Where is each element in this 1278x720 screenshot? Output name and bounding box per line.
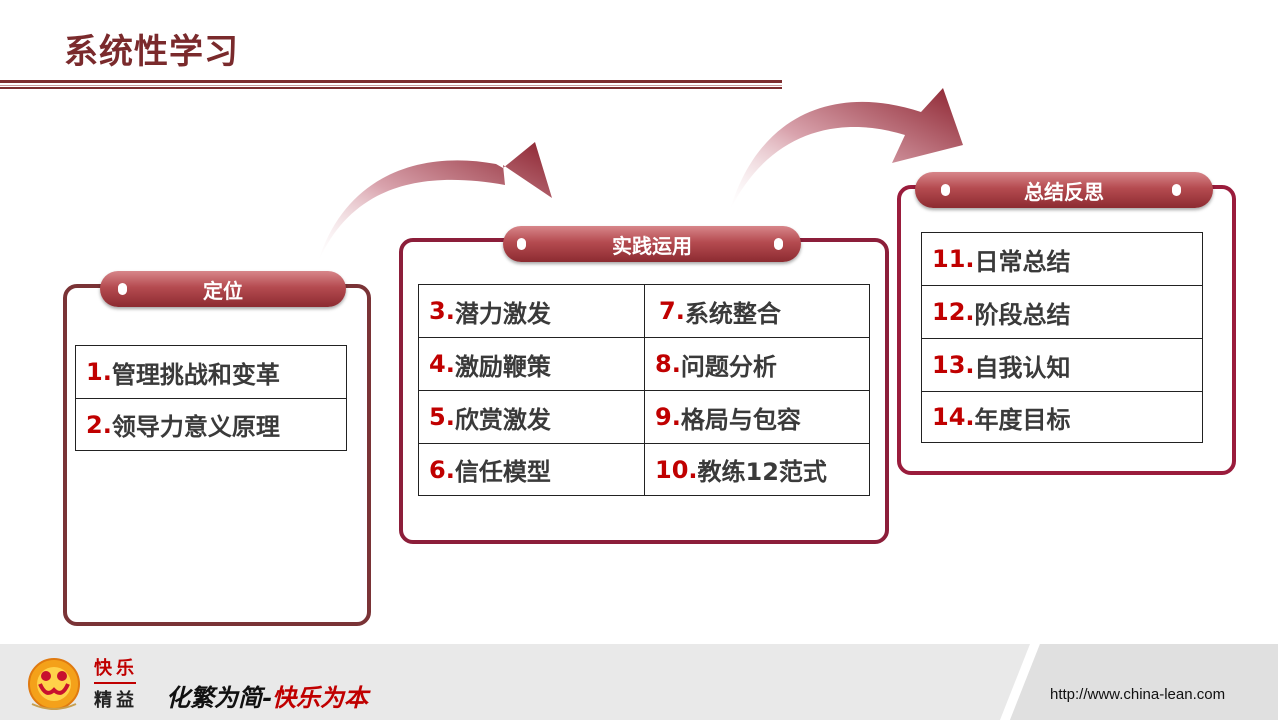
item-text: 信任模型 <box>454 458 551 486</box>
item-text: 欣赏激发 <box>454 405 551 434</box>
item-text: 年度目标 <box>974 405 1071 434</box>
footer-url[interactable]: http://www.china-lean.com <box>1050 686 1226 703</box>
logo-divider <box>94 682 136 684</box>
page-title: 系统性学习 <box>64 32 239 72</box>
arrow-1 <box>318 142 552 262</box>
grid-cell: 9.格局与包容 <box>644 390 870 444</box>
item-text: 自我认知 <box>974 353 1071 382</box>
grid-cell: 5. 欣赏激发 <box>418 390 645 444</box>
list-item: 12.阶段总结 <box>921 285 1203 339</box>
item-number: 3. <box>429 297 455 325</box>
item-number: 6. <box>429 455 455 484</box>
footer-stripe <box>1000 644 1278 720</box>
list-item: 13.自我认知 <box>921 338 1203 392</box>
stage-label: 实践运用 <box>612 233 692 258</box>
item-number: 9. <box>655 403 681 431</box>
item-number: 11. <box>932 245 975 273</box>
item-text: 问题分析 <box>680 352 777 381</box>
item-number: 4. <box>429 350 455 378</box>
item-text: 领导力意义原理 <box>111 413 280 441</box>
item-text: 系统整合 <box>684 299 781 328</box>
stage-panel-positioning <box>63 284 371 626</box>
grid-cell: 7.系统整合 <box>644 284 870 338</box>
stage-header-reflection: 总结反思 <box>915 172 1213 208</box>
grid-cell: 8.问题分析 <box>644 337 870 391</box>
list-item: 2.领导力意义原理 <box>75 398 347 451</box>
list-item: 11.日常总结 <box>921 232 1203 286</box>
grid-cell: 3.潜力激发 <box>418 284 645 338</box>
item-number: 8. <box>655 350 681 378</box>
list-item: 1.管理挑战和变革 <box>75 345 347 399</box>
pill-dot <box>774 238 783 250</box>
item-number: 7. <box>659 297 685 325</box>
title-divider <box>0 80 782 89</box>
stage-header-positioning: 定位 <box>100 271 346 307</box>
item-text: 潜力激发 <box>454 299 551 328</box>
stage-label: 定位 <box>203 278 243 303</box>
logo-text-bottom: 精益 <box>94 690 138 711</box>
item-text: 激励鞭策 <box>454 352 551 381</box>
grid-cell: 6.信任模型 <box>418 443 645 496</box>
stage-label: 总结反思 <box>1024 179 1104 204</box>
item-number: 12. <box>932 298 975 326</box>
item-text: 日常总结 <box>974 247 1071 276</box>
item-number: 1. <box>86 358 112 386</box>
item-text: 阶段总结 <box>974 300 1071 329</box>
item-number: 14. <box>932 403 975 431</box>
item-text: 格局与包容 <box>680 405 801 434</box>
smiling-people-logo-icon <box>28 658 80 710</box>
slogan-part1: 化繁为简- <box>166 683 272 712</box>
stage-header-practice: 实践运用 <box>503 226 801 262</box>
list-item: 14.年度目标 <box>921 391 1203 443</box>
item-text: 管理挑战和变革 <box>111 360 280 389</box>
grid-cell: 10.教练12范式 <box>644 443 870 496</box>
pill-dot <box>517 238 526 250</box>
logo-text-top: 快乐 <box>94 658 138 679</box>
pill-dot <box>941 184 950 196</box>
grid-cell: 4.激励鞭策 <box>418 337 645 391</box>
pill-dot <box>1172 184 1181 196</box>
item-number: 5. <box>429 403 455 431</box>
item-number: 13. <box>932 351 975 379</box>
footer-slogan: 化繁为简-快乐为本 <box>166 678 368 713</box>
item-number: 10. <box>655 455 698 484</box>
slogan-part2: 快乐为本 <box>271 683 368 712</box>
item-text: 教练12范式 <box>697 458 827 486</box>
pill-dot <box>118 283 127 295</box>
arrow-2 <box>730 88 963 210</box>
item-number: 2. <box>86 410 112 439</box>
